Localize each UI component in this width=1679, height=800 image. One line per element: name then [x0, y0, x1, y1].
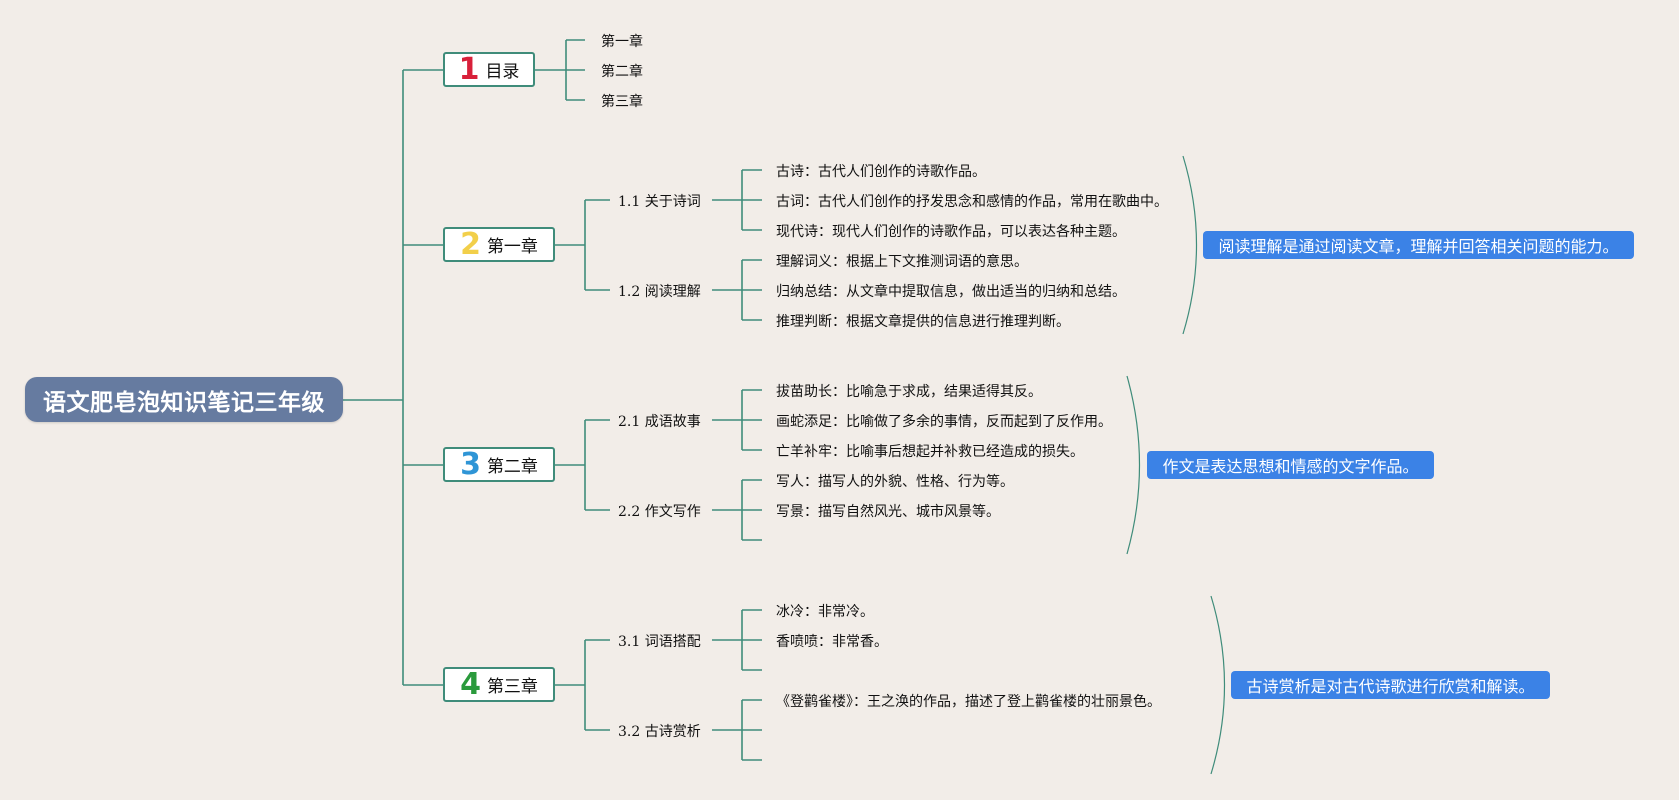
leaf-item[interactable]: 现代诗：现代人们创作的诗歌作品，可以表达各种主题。: [776, 224, 1126, 240]
number-3-icon: 3: [460, 446, 481, 482]
toc-item[interactable]: 第二章: [601, 64, 643, 80]
summary-callout-3[interactable]: 古诗赏析是对古代诗歌进行欣赏和解读。: [1231, 671, 1550, 699]
summary-callout-2[interactable]: 作文是表达思想和情感的文字作品。: [1147, 451, 1434, 479]
leaf-item[interactable]: 古词：古代人们创作的抒发思念和感情的作品，常用在歌曲中。: [776, 194, 1168, 210]
number-2-icon: 2: [460, 226, 481, 262]
leaf-item[interactable]: 古诗：古代人们创作的诗歌作品。: [776, 164, 986, 180]
section-1-1[interactable]: 1.1 关于诗词: [618, 194, 701, 210]
leaf-item[interactable]: 写景：描写自然风光、城市风景等。: [776, 504, 1000, 520]
topic-label: 目录: [485, 62, 520, 82]
topic-toc[interactable]: 1 目录: [443, 52, 535, 87]
topic-chapter-1[interactable]: 2 第一章: [443, 227, 555, 262]
toc-item[interactable]: 第一章: [601, 34, 643, 50]
leaf-item[interactable]: 拔苗助长：比喻急于求成，结果适得其反。: [776, 384, 1042, 400]
leaf-item[interactable]: 亡羊补牢：比喻事后想起并补救已经造成的损失。: [776, 444, 1084, 460]
topic-label: 第二章: [486, 457, 538, 477]
toc-item[interactable]: 第三章: [601, 94, 643, 110]
leaf-item[interactable]: 冰冷：非常冷。: [776, 604, 874, 620]
section-2-2[interactable]: 2.2 作文写作: [618, 504, 701, 520]
leaf-item[interactable]: 香喷喷：非常香。: [776, 634, 888, 650]
leaf-item[interactable]: 推理判断：根据文章提供的信息进行推理判断。: [776, 314, 1070, 330]
leaf-item[interactable]: 理解词义：根据上下文推测词语的意思。: [776, 254, 1028, 270]
section-1-2[interactable]: 1.2 阅读理解: [618, 284, 701, 300]
number-4-icon: 4: [460, 666, 481, 702]
topic-chapter-3[interactable]: 4 第三章: [443, 667, 555, 702]
number-1-icon: 1: [458, 51, 480, 87]
topic-label: 第三章: [486, 677, 538, 697]
root-topic[interactable]: 语文肥皂泡知识笔记三年级: [25, 377, 343, 422]
summary-callout-1[interactable]: 阅读理解是通过阅读文章，理解并回答相关问题的能力。: [1203, 231, 1634, 259]
section-2-1[interactable]: 2.1 成语故事: [618, 414, 701, 430]
leaf-item[interactable]: 写人：描写人的外貌、性格、行为等。: [776, 474, 1014, 490]
leaf-item[interactable]: 归纳总结：从文章中提取信息，做出适当的归纳和总结。: [776, 284, 1126, 300]
topic-label: 第一章: [486, 237, 538, 257]
section-3-2[interactable]: 3.2 古诗赏析: [618, 724, 701, 740]
leaf-item[interactable]: 《登鹳雀楼》：王之涣的作品，描述了登上鹳雀楼的壮丽景色。: [776, 694, 1161, 710]
leaf-item[interactable]: 画蛇添足：比喻做了多余的事情，反而起到了反作用。: [776, 414, 1112, 430]
section-3-1[interactable]: 3.1 词语搭配: [618, 634, 701, 650]
topic-chapter-2[interactable]: 3 第二章: [443, 447, 555, 482]
